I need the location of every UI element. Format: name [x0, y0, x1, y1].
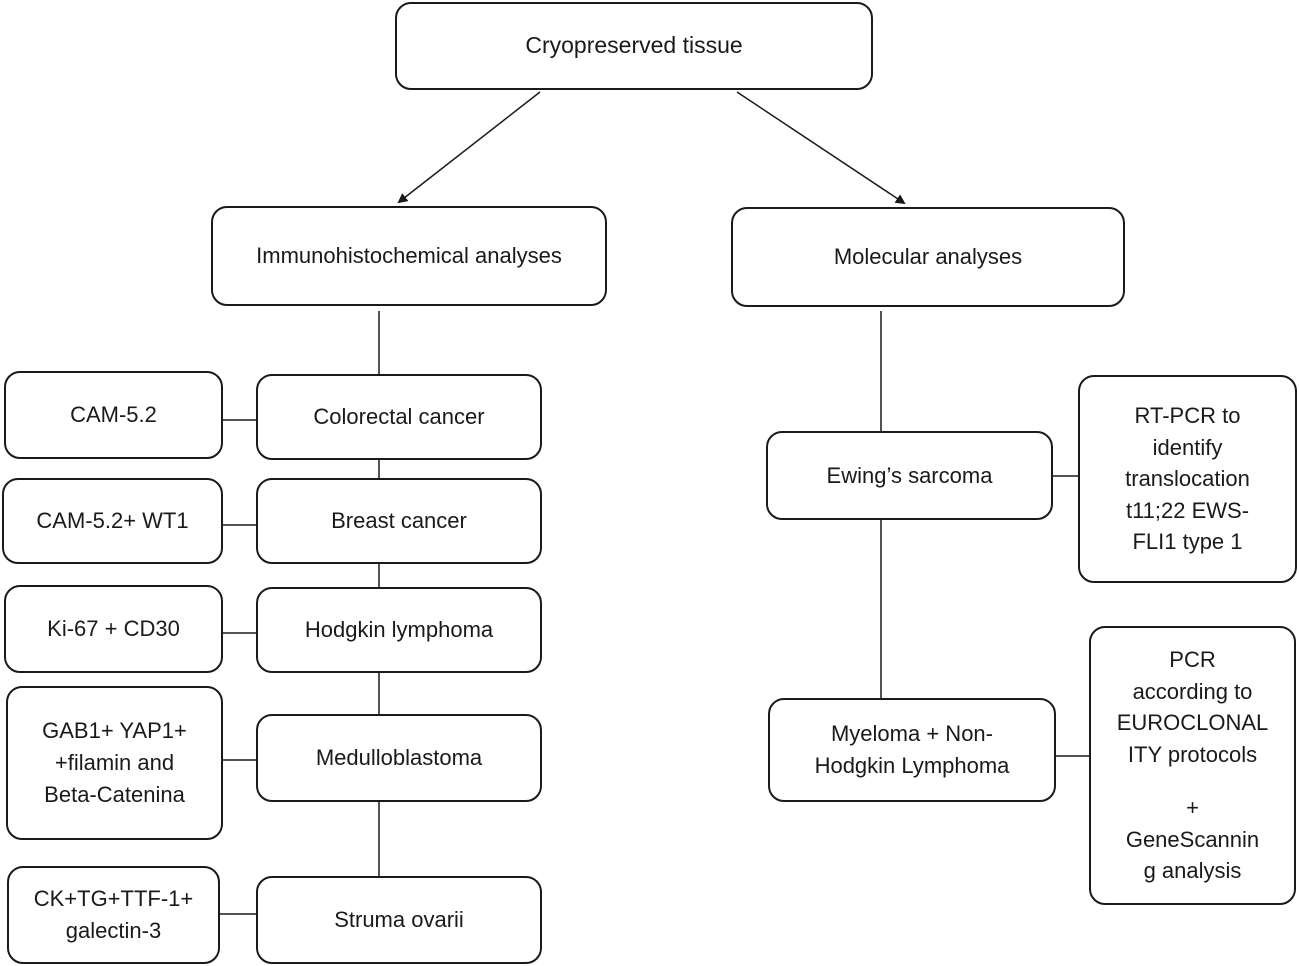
root-label: Cryopreserved tissue: [525, 32, 743, 59]
method-line: according to: [1132, 678, 1253, 704]
disease-label: Colorectal cancer: [313, 404, 485, 430]
method-line: EUROCLONAL: [1116, 710, 1269, 736]
disease-node-medulloblastoma: Medulloblastoma: [256, 714, 542, 802]
disease-label-line: Hodgkin Lymphoma: [814, 753, 1010, 778]
marker-line: +filamin and: [54, 750, 175, 776]
method-line: FLI1 type 1: [1132, 529, 1243, 555]
marker-line: Ki-67 + CD30: [47, 616, 180, 642]
disease-label: Hodgkin lymphoma: [304, 617, 494, 643]
ihc-branch-label: Immunohistochemical analyses: [256, 243, 562, 269]
disease-label: Breast cancer: [331, 508, 467, 534]
marker-node-breast: CAM-5.2+ WT1: [2, 478, 223, 564]
disease-node-breast: Breast cancer: [256, 478, 542, 564]
root-node: Cryopreserved tissue: [395, 2, 873, 90]
arrow-to-ihc: [397, 91, 541, 204]
method-line: ITY protocols: [1127, 741, 1258, 767]
method-line: g analysis: [1143, 858, 1242, 884]
method-line: t11;22 EWS-: [1125, 497, 1250, 523]
disease-node-myeloma: Myeloma + Non- Hodgkin Lymphoma: [768, 698, 1056, 802]
method-line: +: [1186, 795, 1199, 821]
marker-node-colorectal: CAM-5.2: [4, 371, 223, 459]
method-node-ewing: RT-PCR to identify translocation t11;22 …: [1078, 375, 1297, 583]
method-node-myeloma: PCR according to EUROCLONAL ITY protocol…: [1089, 626, 1296, 905]
disease-node-struma: Struma ovarii: [256, 876, 542, 964]
method-line: RT-PCR to: [1134, 403, 1241, 429]
marker-node-hodgkin: Ki-67 + CD30: [4, 585, 223, 673]
marker-line: CAM-5.2+ WT1: [36, 508, 189, 534]
marker-line: CAM-5.2: [70, 402, 157, 428]
method-line: PCR: [1169, 647, 1216, 673]
disease-label: Struma ovarii: [334, 907, 464, 933]
marker-line: CK+TG+TTF-1+: [33, 886, 194, 912]
method-line: identify: [1152, 434, 1223, 460]
disease-label: Medulloblastoma: [315, 745, 483, 771]
arrow-to-molecular: [736, 91, 906, 205]
marker-node-medulloblastoma: GAB1+ YAP1+ +filamin and Beta-Catenina: [6, 686, 223, 840]
marker-line: GAB1+ YAP1+: [42, 718, 187, 744]
method-line: GeneScannin: [1125, 826, 1260, 852]
marker-line: galectin-3: [65, 918, 162, 943]
disease-label-line: Myeloma + Non-: [830, 721, 993, 747]
disease-node-ewing: Ewing’s sarcoma: [766, 431, 1053, 520]
disease-node-colorectal: Colorectal cancer: [256, 374, 542, 460]
method-line: translocation: [1125, 466, 1250, 492]
marker-node-struma: CK+TG+TTF-1+ galectin-3: [7, 866, 220, 964]
disease-node-hodgkin: Hodgkin lymphoma: [256, 587, 542, 673]
molecular-branch-label: Molecular analyses: [833, 244, 1023, 270]
molecular-branch-node: Molecular analyses: [731, 207, 1125, 307]
marker-line: Beta-Catenina: [44, 781, 185, 807]
disease-label: Ewing’s sarcoma: [826, 462, 993, 488]
ihc-branch-node: Immunohistochemical analyses: [211, 206, 607, 306]
